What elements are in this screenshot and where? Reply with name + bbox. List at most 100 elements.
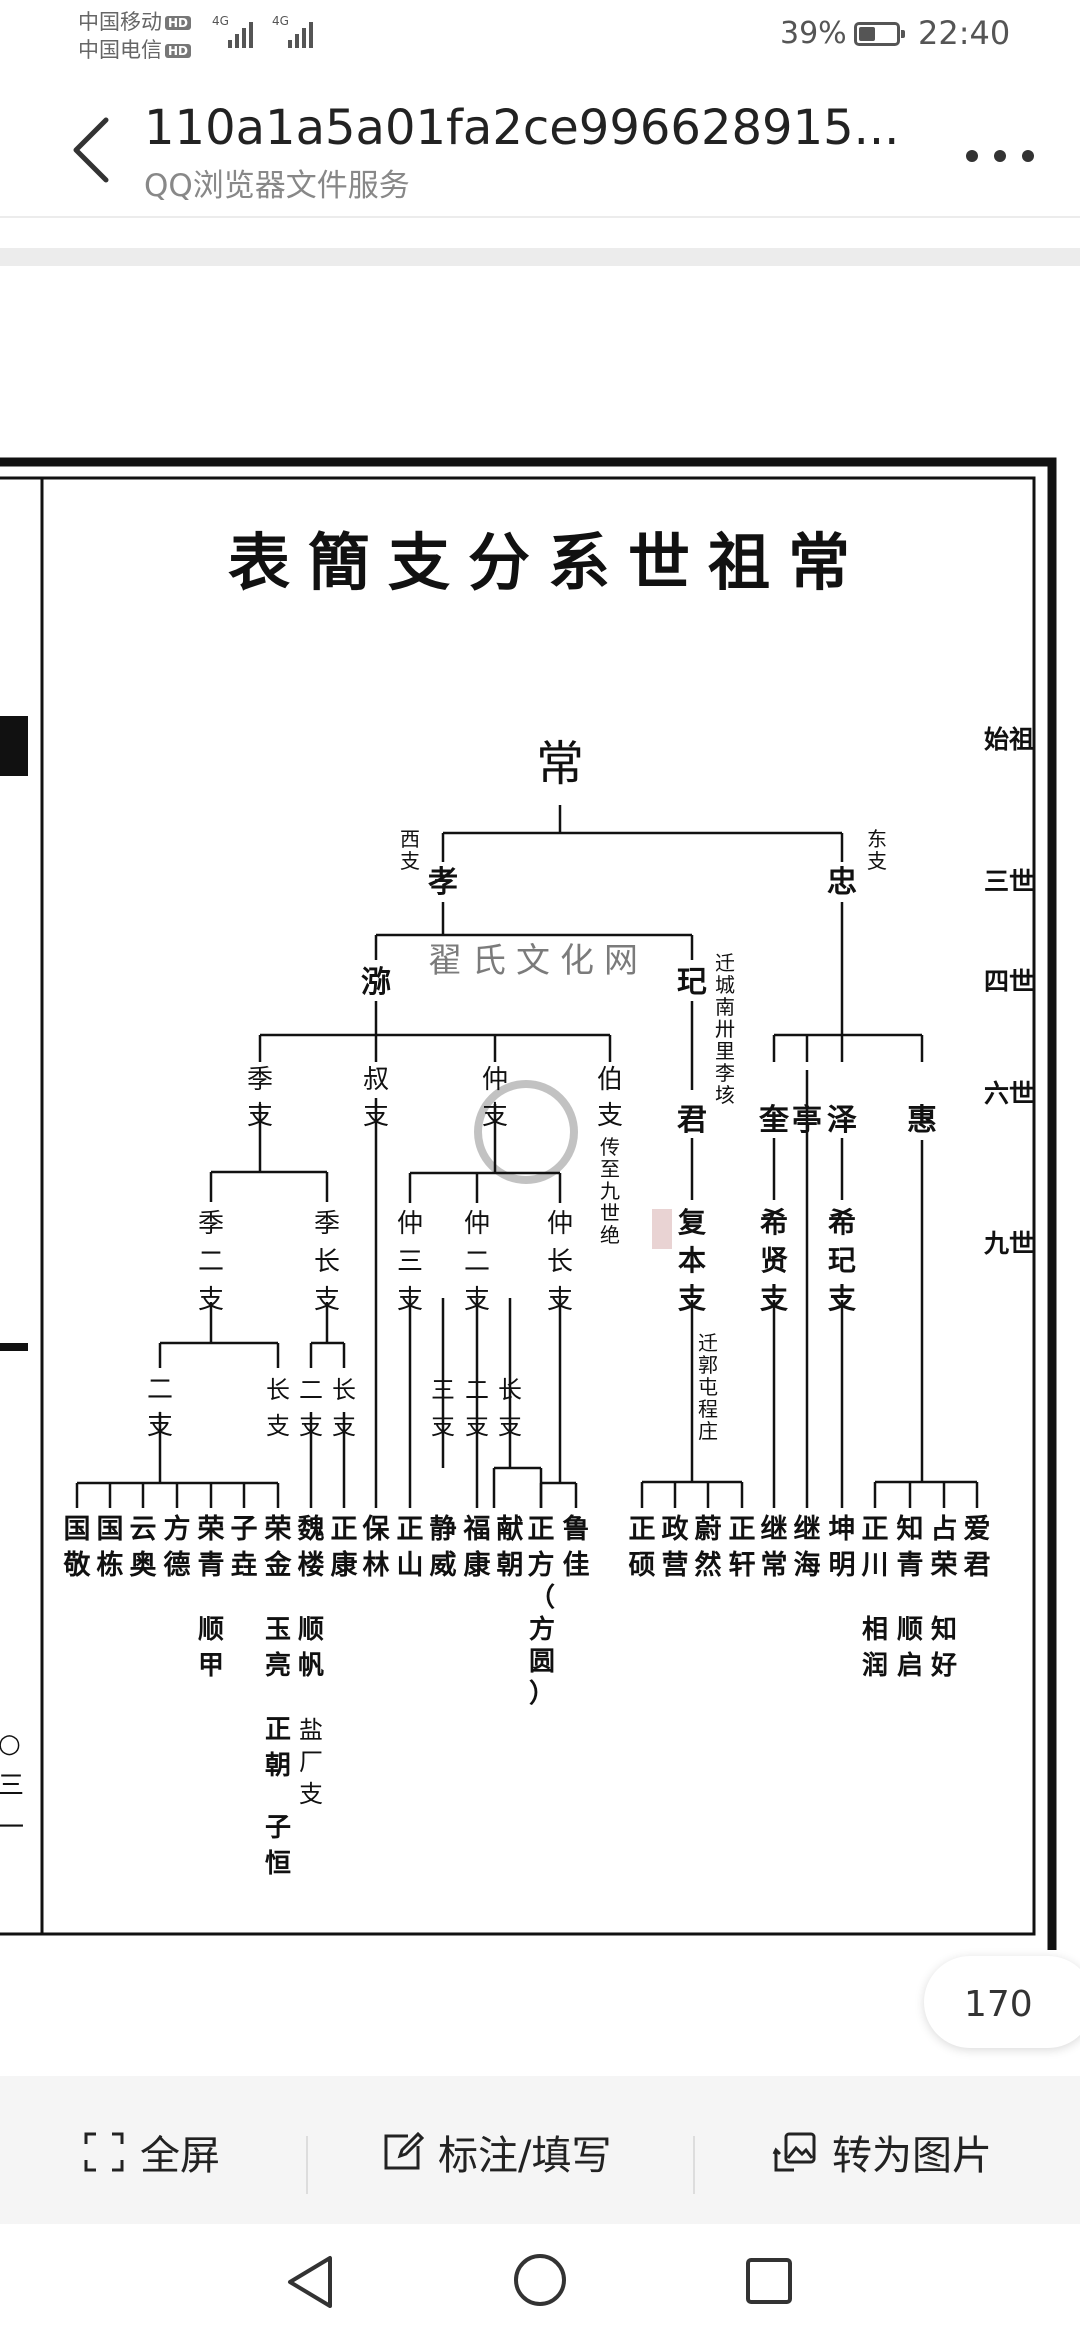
node-char: 屯 xyxy=(698,1375,718,1399)
battery-fill xyxy=(859,27,875,41)
nav-home-icon[interactable] xyxy=(512,2252,568,2308)
node-char: 希 xyxy=(828,1206,856,1239)
battery-percent: 39% xyxy=(780,16,847,51)
leaf-node: 正山 xyxy=(397,1514,424,1581)
node-char: 二 xyxy=(465,1376,489,1404)
leaf-node: 政营 xyxy=(662,1514,689,1581)
node-char: 程 xyxy=(698,1397,718,1421)
leaf-node: 国敬 xyxy=(63,1514,92,1581)
tree-node: 惠 xyxy=(907,1103,937,1138)
node-char: 知 xyxy=(931,1615,957,1645)
page-frame xyxy=(0,457,1057,1950)
node-char: 常 xyxy=(536,736,584,792)
node-char: 垚 xyxy=(231,1550,258,1581)
node-char: 正 xyxy=(265,1715,291,1745)
node-char: 季 xyxy=(247,1065,273,1095)
branch-node: 仲二支 xyxy=(464,1209,490,1315)
descendant-node: 顺帆 xyxy=(298,1615,324,1681)
node-char: 本 xyxy=(678,1244,706,1277)
convert-to-image-button[interactable]: 转为图片 xyxy=(772,2122,992,2182)
node-char: 传 xyxy=(600,1135,620,1159)
node-char: 忠 xyxy=(827,865,857,900)
node-char: 二 xyxy=(299,1376,323,1404)
node-char: （ xyxy=(529,1583,555,1613)
branch-node: 长支 xyxy=(498,1376,522,1440)
node-char: 西 xyxy=(400,827,420,851)
node-char: 贤 xyxy=(760,1244,788,1277)
leaf-node: 爱君 xyxy=(964,1514,991,1581)
file-title: 110a1a5a01fa2ce996628915... xyxy=(144,100,900,156)
tree-lines xyxy=(75,805,979,1508)
node-char: 正 xyxy=(729,1514,756,1545)
node-char: 伯 xyxy=(597,1065,623,1095)
node-char: 常 xyxy=(761,1550,788,1581)
annotate-button[interactable]: 标注/填写 xyxy=(380,2122,611,2182)
node-char: 恒 xyxy=(265,1849,291,1879)
node-char: 南 xyxy=(715,995,735,1019)
leaf-node: 国栋 xyxy=(97,1514,124,1581)
node-char: 支 xyxy=(332,1412,356,1440)
node-char: 惠 xyxy=(907,1103,937,1138)
node-char: 支 xyxy=(431,1412,455,1440)
node-char: 孝 xyxy=(428,865,458,900)
leaf-node: 魏楼 xyxy=(298,1514,325,1581)
node-char: 支 xyxy=(147,1411,173,1441)
node-char: 玘 xyxy=(677,965,707,1000)
branch-node: 三支 xyxy=(431,1376,455,1440)
node-char: 支 xyxy=(299,1780,323,1808)
node-char: 玘 xyxy=(828,1244,856,1277)
branch-node: 叔支 xyxy=(363,1065,389,1131)
node-char: 卅 xyxy=(715,1017,735,1041)
node-char: 帆 xyxy=(298,1651,324,1681)
node-char: 东 xyxy=(867,827,887,851)
descendant-node: 相润 xyxy=(862,1615,888,1681)
node-char: 荣 xyxy=(198,1514,225,1545)
leaf-node: 保林 xyxy=(362,1514,391,1581)
battery-icon xyxy=(854,22,905,46)
nav-back-icon[interactable] xyxy=(284,2254,334,2310)
node-char: 季 xyxy=(198,1209,224,1239)
network-type-1: 4G xyxy=(212,14,229,28)
tree-node: 忠 xyxy=(827,865,857,900)
node-char: 正 xyxy=(862,1514,889,1545)
branch-tag: 西支 xyxy=(400,827,420,873)
node-char: 支 xyxy=(760,1282,788,1315)
tree-node: 玘 xyxy=(677,965,707,1000)
node-char: 垓 xyxy=(715,1083,735,1107)
node-char: 营 xyxy=(662,1550,689,1581)
node-char: 然 xyxy=(695,1549,722,1581)
node-char: 国 xyxy=(97,1514,124,1545)
node-char: 九 xyxy=(600,1179,620,1203)
leaf-node: 蔚然 xyxy=(695,1514,722,1581)
node-char: 奥 xyxy=(130,1549,157,1581)
tree-node: 奎 xyxy=(758,1103,790,1138)
back-button[interactable] xyxy=(64,110,120,190)
node-char: 知 xyxy=(897,1514,924,1545)
node-char: 支 xyxy=(678,1282,706,1315)
node-char: 二 xyxy=(147,1375,173,1405)
tree-node: 㳽 xyxy=(361,965,391,1000)
generation-column: 始祖 三世 四世 六世 九世 xyxy=(983,725,1034,1258)
document-page[interactable]: ○ 三 一 表簡支分系世祖常 始祖 三世 四世 六世 九世 常西支东支孝忠㳽玘迁… xyxy=(0,266,1080,1950)
leaf-node: 继海 xyxy=(794,1513,821,1581)
leaf-node: 静威 xyxy=(430,1514,457,1581)
node-char: 支 xyxy=(828,1282,856,1315)
node-char: 迁 xyxy=(715,951,735,975)
nav-recents-icon[interactable] xyxy=(744,2256,794,2306)
descendant-node: 顺甲 xyxy=(198,1615,224,1681)
fullscreen-button[interactable]: 全屏 xyxy=(82,2122,220,2182)
node-char: 蔚 xyxy=(695,1514,722,1545)
node-char: 支 xyxy=(400,849,420,873)
leaf-node: 正硕 xyxy=(629,1514,656,1581)
node-char: 叔 xyxy=(363,1065,389,1095)
node-char: 支 xyxy=(482,1101,508,1131)
leaf-node: 荣金 xyxy=(264,1514,293,1581)
descendant-node: 知好 xyxy=(930,1615,957,1681)
node-char: 朝 xyxy=(265,1750,291,1781)
node-char: 静 xyxy=(430,1514,457,1545)
node-char: 轩 xyxy=(729,1550,756,1581)
node-char: 二 xyxy=(198,1247,224,1277)
more-button[interactable] xyxy=(960,136,1040,176)
node-char: 川 xyxy=(862,1550,889,1581)
